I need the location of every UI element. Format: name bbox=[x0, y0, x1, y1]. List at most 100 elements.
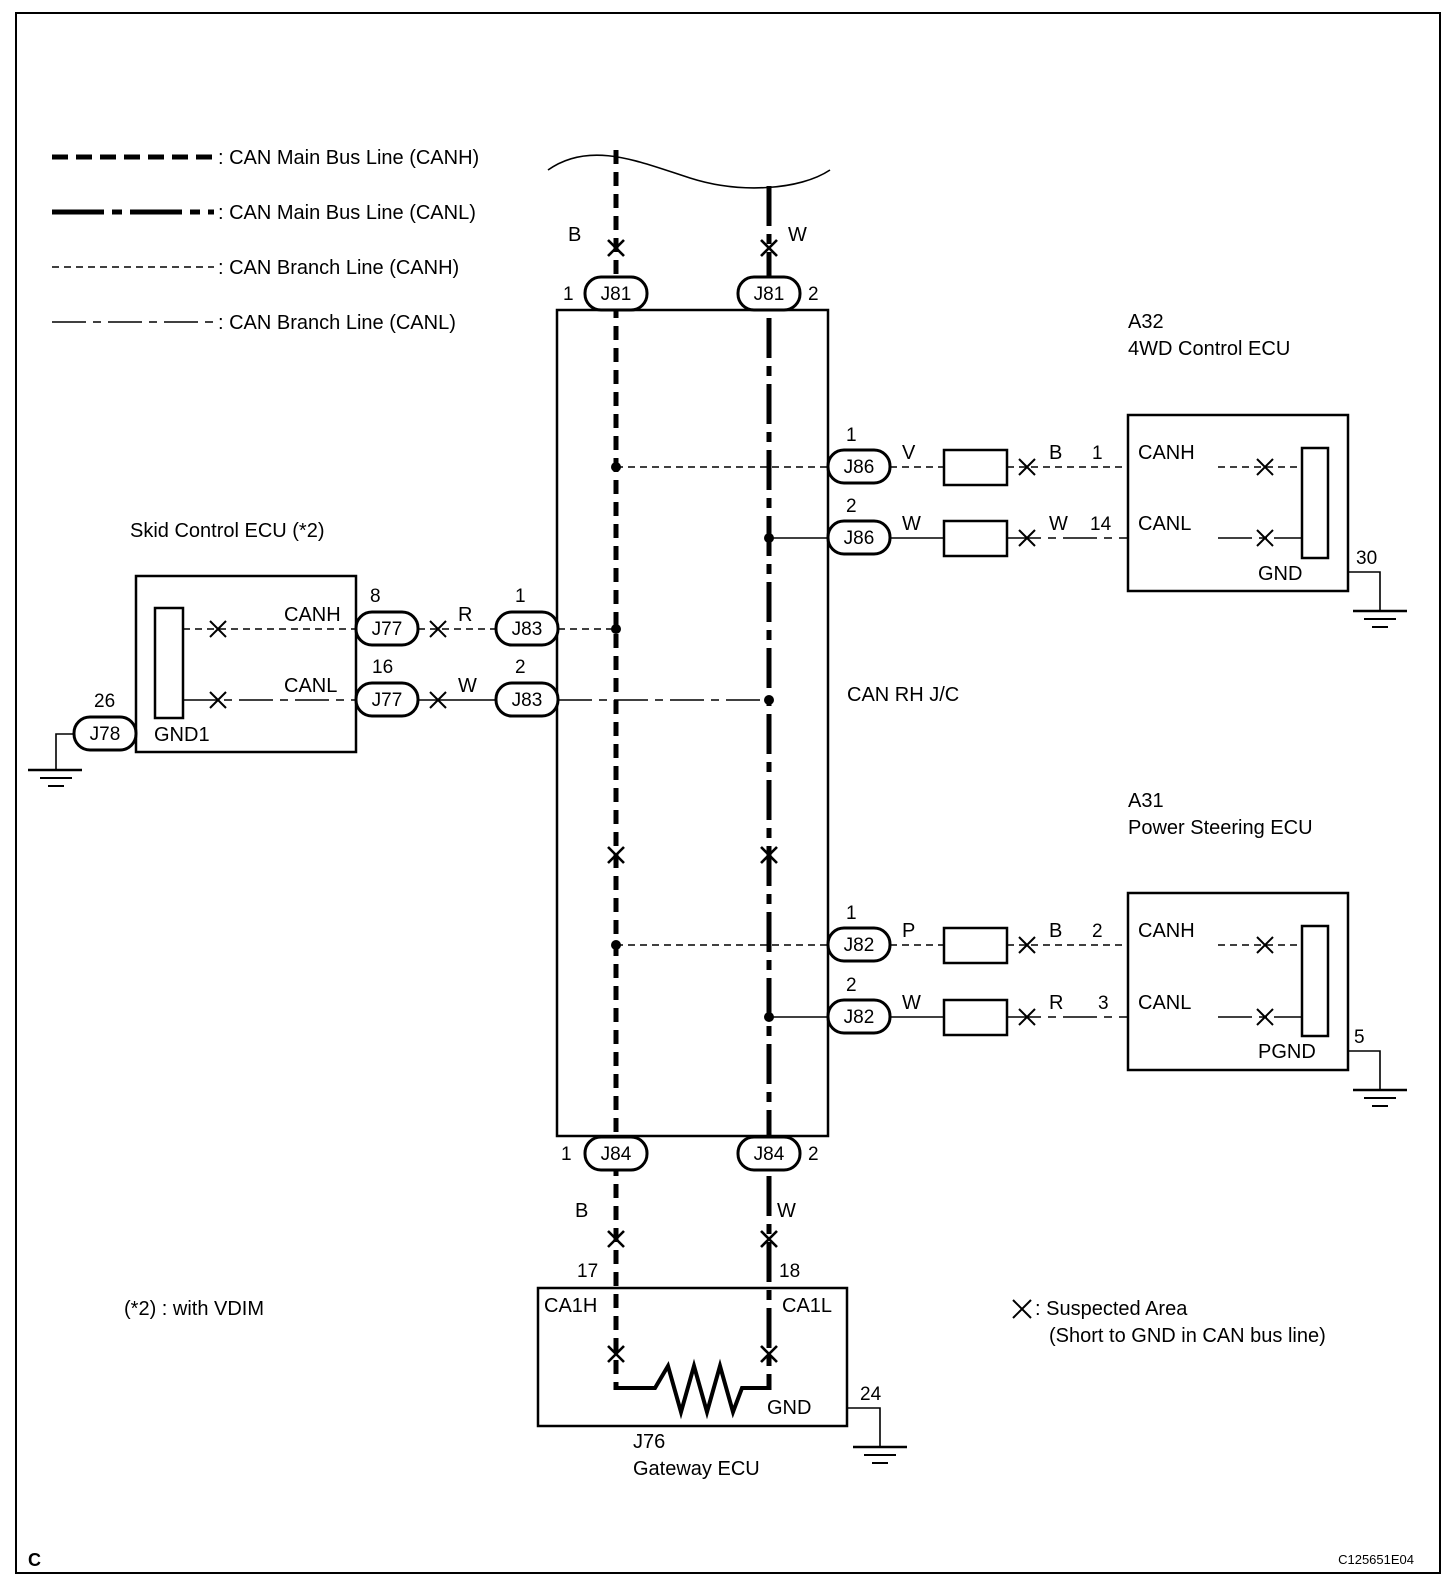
ecu-ps-canl-label: CANL bbox=[1138, 992, 1191, 1014]
suspected-x-ps-canl-wire bbox=[1018, 1008, 1036, 1026]
connector-j82-canh-label: J82 bbox=[844, 935, 875, 956]
j84-left-pin: 1 bbox=[561, 1144, 572, 1165]
ecu-skid-box bbox=[134, 574, 358, 754]
pin-ps-canl: 3 bbox=[1098, 993, 1109, 1014]
suspected-x-bottom-canh bbox=[607, 1230, 625, 1248]
wire-ps-canh-color-out: B bbox=[1049, 920, 1062, 942]
gateway-ecu-box bbox=[536, 1286, 849, 1428]
legend-main-canl-text: : CAN Main Bus Line (CANL) bbox=[218, 202, 476, 224]
suspected-x-4wd-canl-wire bbox=[1018, 529, 1036, 547]
legend-main-canh-text: : CAN Main Bus Line (CANH) bbox=[218, 147, 479, 169]
ground-symbol-gateway bbox=[847, 1407, 907, 1464]
inline-connector-ps-canh bbox=[942, 926, 1009, 965]
ecu-ps-gnd-label: PGND bbox=[1258, 1041, 1316, 1063]
ecu-4wd-transceiver bbox=[1300, 446, 1330, 560]
suspected-x-skid-canl-internal bbox=[209, 691, 227, 709]
wire-ps-canl-color-out: R bbox=[1049, 992, 1063, 1014]
splice-dot bbox=[611, 624, 621, 634]
suspected-x-mid-canl bbox=[760, 846, 778, 864]
connector-j84-left-label: J84 bbox=[601, 1144, 632, 1165]
suspected-area-legend-icon bbox=[1012, 1299, 1032, 1319]
pin-4wd-canl: 14 bbox=[1090, 514, 1112, 535]
j83-canh-pin: 1 bbox=[515, 586, 526, 607]
bottom-wire-left-color: B bbox=[575, 1200, 588, 1222]
connector-j81-left-label: J81 bbox=[601, 284, 632, 305]
gateway-ca1h-pin: 17 bbox=[577, 1261, 598, 1282]
suspected-x-skid-canh-internal bbox=[209, 620, 227, 638]
suspected-x-ps-canh-wire bbox=[1018, 936, 1036, 954]
connector-j77-canh-label: J77 bbox=[372, 619, 403, 640]
j82-canh-pin: 1 bbox=[846, 903, 857, 924]
wire-4wd-canl-color-out: W bbox=[1049, 513, 1068, 535]
wire-skid-canl-color: W bbox=[458, 675, 477, 697]
ecu-4wd-name: 4WD Control ECU bbox=[1128, 338, 1290, 360]
wire-4wd-canh-color-out: B bbox=[1049, 442, 1062, 464]
j84-right-pin: 2 bbox=[808, 1144, 819, 1165]
suspected-x-ps-canh-internal bbox=[1256, 936, 1274, 954]
ecu-ps-canh-label: CANH bbox=[1138, 920, 1195, 942]
ecu-4wd-box bbox=[1126, 413, 1350, 593]
suspected-x-4wd-canh-internal bbox=[1256, 458, 1274, 476]
pin-skid-canh: 8 bbox=[370, 586, 381, 607]
top-wire-right-color: W bbox=[788, 224, 807, 246]
j86-canh-pin: 1 bbox=[846, 425, 857, 446]
j82-canl-pin: 2 bbox=[846, 975, 857, 996]
connector-j86-canh-label: J86 bbox=[844, 457, 875, 478]
suspected-x-skid-canh-wire bbox=[429, 620, 447, 638]
inline-connector-4wd-canh bbox=[942, 448, 1009, 487]
suspected-x-gateway-canl bbox=[760, 1345, 778, 1363]
can-rh-jc-label: CAN RH J/C bbox=[847, 684, 959, 706]
top-wire-left-color: B bbox=[568, 224, 581, 246]
termination-resistor bbox=[616, 1358, 769, 1420]
diagram-frame bbox=[15, 12, 1441, 1574]
wire-ps-canl-color-in: W bbox=[902, 992, 921, 1014]
ecu-skid-canh-label: CANH bbox=[284, 604, 341, 626]
ecu-ps-gnd-pin: 5 bbox=[1354, 1027, 1365, 1048]
legend-branch-canh-text: : CAN Branch Line (CANH) bbox=[218, 257, 459, 279]
j83-canl-pin: 2 bbox=[515, 657, 526, 678]
bus-continuation-wave bbox=[547, 154, 831, 189]
legend: : CAN Main Bus Line (CANH) : CAN Main Bu… bbox=[52, 147, 479, 334]
ecu-ps-name: Power Steering ECU bbox=[1128, 817, 1313, 839]
wire-skid-canh-color: R bbox=[458, 604, 472, 626]
suspected-x-mid-canh bbox=[607, 846, 625, 864]
figure-id: C125651E04 bbox=[1338, 1552, 1414, 1567]
ecu-skid-canl-label: CANL bbox=[284, 675, 337, 697]
ground-symbol-4wd bbox=[1348, 571, 1407, 628]
suspected-x-4wd-canh-wire bbox=[1018, 458, 1036, 476]
connector-j81-left bbox=[583, 275, 649, 312]
bottom-wire-right-color: W bbox=[777, 1200, 796, 1222]
gateway-ca1l-label: CA1L bbox=[782, 1295, 832, 1317]
ecu-skid-name: Skid Control ECU (*2) bbox=[130, 520, 325, 542]
note-vdim: (*2) : with VDIM bbox=[124, 1298, 264, 1320]
can-rh-jc-box bbox=[555, 308, 830, 1138]
connector-j84-left bbox=[583, 1135, 649, 1172]
j86-canl-pin: 2 bbox=[846, 496, 857, 517]
connector-j82-canl-label: J82 bbox=[844, 1007, 875, 1028]
connector-j84-right bbox=[736, 1135, 802, 1172]
ecu-4wd-code: A32 bbox=[1128, 311, 1164, 333]
suspected-x-skid-canl-wire bbox=[429, 691, 447, 709]
legend-branch-canl-text: : CAN Branch Line (CANL) bbox=[218, 312, 456, 334]
ground-symbol-skid bbox=[28, 733, 82, 787]
gateway-ca1l-pin: 18 bbox=[779, 1261, 800, 1282]
pin-ps-canh: 2 bbox=[1092, 921, 1103, 942]
suspected-area-text: : Suspected Area bbox=[1035, 1298, 1188, 1320]
ecu-4wd-canl-label: CANL bbox=[1138, 513, 1191, 535]
ground-symbol-ps bbox=[1348, 1050, 1407, 1107]
wire-4wd-canl-color-in: W bbox=[902, 513, 921, 535]
gateway-gnd-label: GND bbox=[767, 1397, 811, 1419]
connector-j84-right-label: J84 bbox=[754, 1144, 785, 1165]
pin-skid-gnd: 26 bbox=[94, 691, 115, 712]
ecu-4wd-gnd-pin: 30 bbox=[1356, 548, 1377, 569]
suspected-x-bottom-canl bbox=[760, 1230, 778, 1248]
connector-j83-canl-label: J83 bbox=[512, 690, 543, 711]
suspected-x-top-canl bbox=[760, 239, 778, 257]
j81-right-pin: 2 bbox=[808, 284, 819, 305]
connector-j77-canl-label: J77 bbox=[372, 690, 403, 711]
pin-skid-canl: 16 bbox=[372, 657, 393, 678]
ecu-skid-transceiver bbox=[153, 606, 185, 720]
suspected-x-gateway-canh bbox=[607, 1345, 625, 1363]
ecu-ps-transceiver bbox=[1300, 924, 1330, 1038]
connector-j83-canh-label: J83 bbox=[512, 619, 543, 640]
